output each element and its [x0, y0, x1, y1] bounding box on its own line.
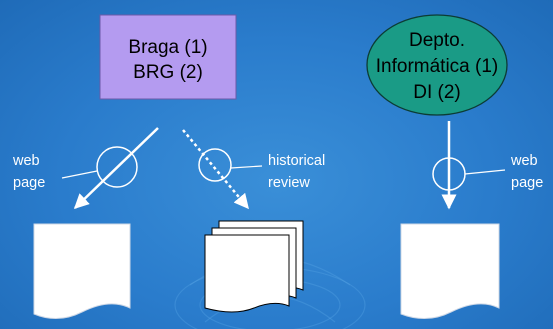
- braga-abbrev: BRG (2): [133, 62, 203, 83]
- web-page-link-left[interactable]: web page: [12, 127, 159, 210]
- depto-line2: Informática (1): [376, 56, 498, 77]
- depto-line1: Depto.: [409, 30, 465, 51]
- document-icon-left[interactable]: [33, 223, 131, 319]
- left-page-label: page: [13, 175, 45, 191]
- depto-node[interactable]: Depto. Informática (1) DI (2): [366, 14, 508, 116]
- web-page-link-right[interactable]: web page: [432, 121, 543, 210]
- historical-label: historical: [268, 153, 325, 169]
- link-circle-middle: [198, 148, 232, 182]
- right-page-label: page: [511, 175, 543, 191]
- document-stack-icon[interactable]: [204, 220, 304, 313]
- document-icon-right[interactable]: [400, 223, 500, 319]
- depto-ellipse: [366, 14, 508, 116]
- historical-review-link[interactable]: historical review: [182, 129, 325, 210]
- document-sheet: [33, 223, 131, 319]
- braga-name: Braga (1): [128, 37, 207, 58]
- label-leader-left: [61, 170, 98, 179]
- web-page-arrow-left: [73, 127, 159, 210]
- label-leader-right: [464, 169, 506, 175]
- historical-review-arrow: [182, 129, 249, 210]
- right-web-label: web: [510, 153, 538, 169]
- document-sheet-front: [204, 234, 290, 313]
- braga-node[interactable]: Braga (1) BRG (2): [99, 14, 237, 100]
- label-leader-middle: [230, 165, 263, 169]
- document-sheet: [400, 223, 500, 319]
- braga-box: [99, 14, 237, 100]
- left-web-label: web: [12, 153, 40, 169]
- review-label: review: [268, 175, 310, 191]
- link-circle-left: [96, 146, 138, 188]
- depto-abbrev: DI (2): [413, 82, 461, 103]
